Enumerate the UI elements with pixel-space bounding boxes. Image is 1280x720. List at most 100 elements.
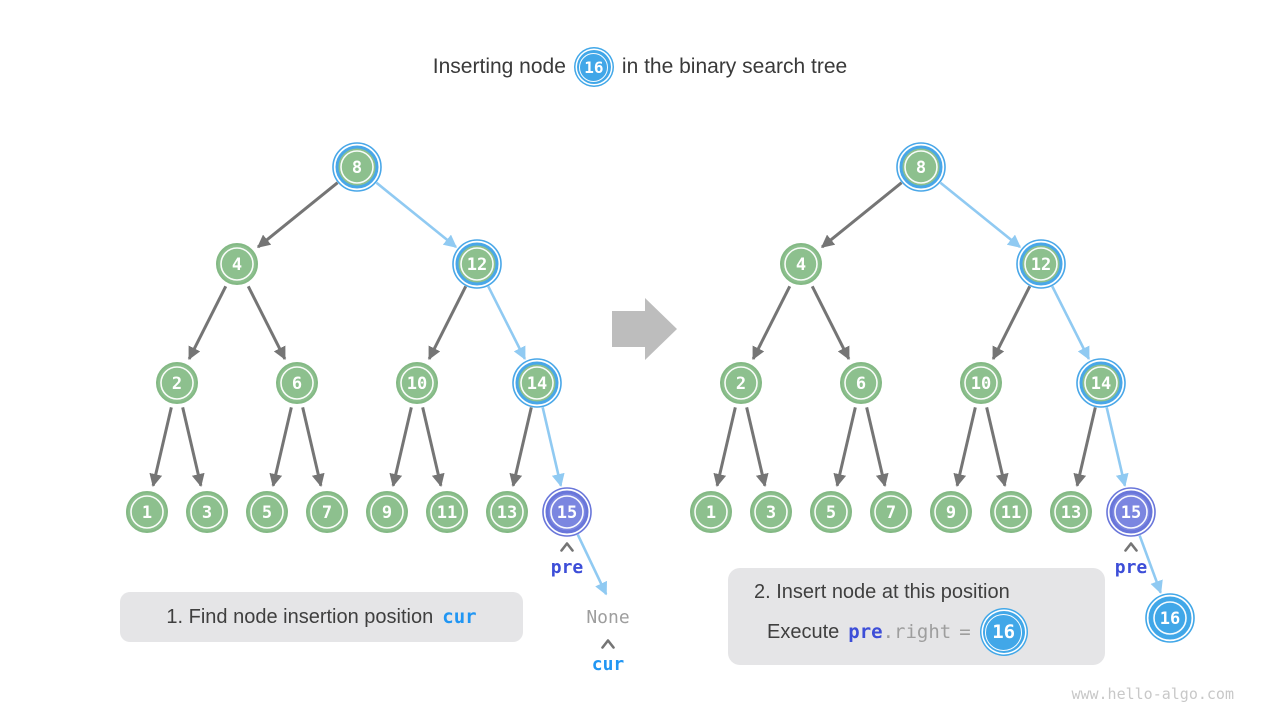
node-value: 1 (142, 503, 152, 523)
pre-label: pre (551, 557, 584, 578)
node-value: 12 (1031, 255, 1051, 275)
node-value: 8 (916, 158, 926, 178)
node-value: 7 (886, 503, 896, 523)
title-text-before: Inserting node (432, 55, 566, 78)
edge-10-9 (389, 407, 413, 487)
tree-node-5: 5 (246, 491, 288, 533)
step2-exec-label: Execute (767, 620, 840, 643)
tree-node-7: 7 (870, 491, 912, 533)
edge-12-10 (991, 285, 1032, 361)
edge-4-6 (810, 285, 851, 361)
node-value: 13 (497, 503, 517, 523)
caret-up-icon (601, 639, 615, 649)
edge-10-9 (953, 407, 977, 487)
node-value: 3 (202, 503, 212, 523)
node-value: 10 (407, 374, 427, 394)
edge-15-none (576, 534, 608, 596)
edge-14-15 (541, 407, 565, 487)
tree-node-16: 16 (1145, 593, 1195, 643)
tree-node-4: 4 (780, 243, 822, 285)
tree-node-10: 10 (960, 362, 1002, 404)
node-value: 14 (1091, 374, 1111, 394)
node-value: 6 (856, 374, 866, 394)
edge-4-6 (246, 285, 287, 361)
edge-2-3 (181, 407, 205, 487)
tree-node-2: 2 (720, 362, 762, 404)
tree-node-10: 10 (396, 362, 438, 404)
tree-node-3: 3 (750, 491, 792, 533)
tree-node-13: 13 (1050, 491, 1092, 533)
node-value: 2 (172, 374, 182, 394)
tree-node-8: 8 (896, 142, 946, 192)
tree-node-11: 11 (426, 491, 468, 533)
edge-6-5 (833, 407, 857, 487)
none-label: None (586, 607, 629, 628)
title-node-16-icon: 16 (576, 50, 611, 84)
node-value: 14 (527, 374, 547, 394)
node-value: 10 (971, 374, 991, 394)
edge-8-4 (256, 181, 339, 249)
edge-12-10 (427, 285, 468, 361)
edge-10-11 (421, 407, 445, 487)
edge-14-15 (1105, 407, 1129, 487)
step2-node-16-icon: 16 (982, 611, 1025, 653)
step2-code-right: .right (882, 621, 952, 643)
cur-label: cur (592, 654, 625, 675)
node-value: 4 (796, 255, 806, 275)
step2-code-equals: = (959, 621, 971, 643)
edge-6-7 (301, 407, 325, 487)
node-value: 11 (437, 503, 457, 523)
node-value: 11 (1001, 503, 1021, 523)
tree-node-7: 7 (306, 491, 348, 533)
node-value: 4 (232, 255, 242, 275)
node-value: 7 (322, 503, 332, 523)
step1-code-cur: cur (442, 606, 477, 628)
node-value: 2 (736, 374, 746, 394)
node-value: 13 (1061, 503, 1081, 523)
node-value: 5 (262, 503, 272, 523)
caret-up-icon (560, 542, 574, 552)
tree-node-1: 1 (126, 491, 168, 533)
node-value: 6 (292, 374, 302, 394)
edge-14-13 (509, 407, 533, 487)
edge-2-1 (149, 407, 173, 487)
pre-label: pre (1115, 557, 1148, 578)
node-value: 12 (467, 255, 487, 275)
step2-line1: 2. Insert node at this position (754, 581, 1010, 603)
node-value: 15 (1121, 503, 1141, 523)
title-text-after: in the binary search tree (621, 55, 848, 78)
edge-8-12 (939, 181, 1022, 249)
figure-title: Inserting node 16 in the binary search t… (0, 50, 1280, 84)
edge-12-14 (487, 285, 527, 361)
node-value: 15 (557, 503, 577, 523)
tree-node-15: 15 (542, 487, 592, 537)
edge-2-1 (713, 407, 737, 487)
tree-node-12: 12 (1016, 239, 1066, 289)
step1-text: 1. Find node insertion position (166, 605, 434, 628)
step2-caption: 2. Insert node at this position Execute … (728, 568, 1105, 665)
tree-node-15: 15 (1106, 487, 1156, 537)
node-value: 3 (766, 503, 776, 523)
tree-node-12: 12 (452, 239, 502, 289)
edge-15-16 (1138, 535, 1163, 594)
edge-6-5 (269, 407, 293, 487)
step2-line2: Execute pre .right = 16 (767, 611, 1105, 653)
node-value: 1 (706, 503, 716, 523)
edge-14-13 (1073, 407, 1097, 487)
tree-node-6: 6 (276, 362, 318, 404)
edge-4-2 (751, 285, 792, 361)
tree-node-6: 6 (840, 362, 882, 404)
tree-node-9: 9 (930, 491, 972, 533)
tree-node-3: 3 (186, 491, 228, 533)
watermark: www.hello-algo.com (1071, 685, 1234, 703)
step2-code-pre: pre (848, 621, 883, 643)
node-value: 9 (382, 503, 392, 523)
edge-8-4 (820, 181, 903, 249)
tree-node-1: 1 (690, 491, 732, 533)
edge-10-11 (985, 407, 1009, 487)
edge-4-2 (187, 285, 228, 361)
